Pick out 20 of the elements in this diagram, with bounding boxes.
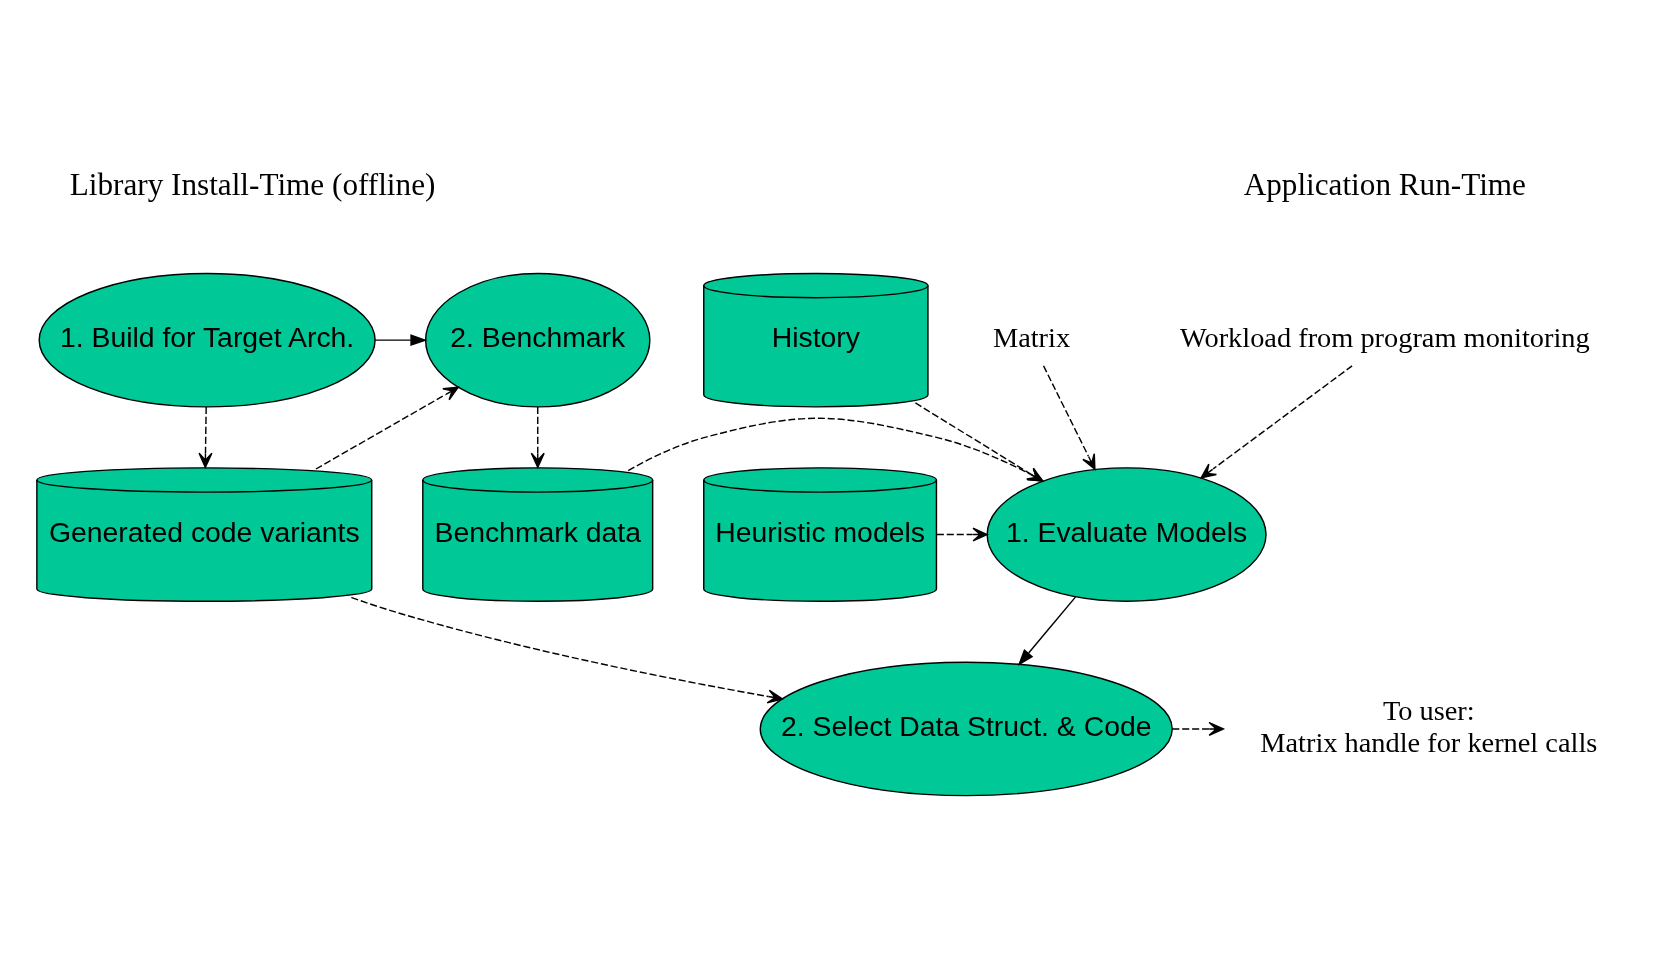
- node-ellipse: 2. Benchmark: [424, 272, 651, 408]
- arrow: [914, 402, 1043, 482]
- arrow: [1042, 365, 1096, 470]
- arrow: [936, 527, 988, 542]
- label: Application Run-Time: [1243, 166, 1526, 202]
- node-ellipse: 2. Select Data Struct. & Code: [759, 661, 1173, 797]
- arrow: [315, 386, 459, 470]
- arrow: [350, 596, 783, 704]
- arrow: [627, 417, 1044, 482]
- node-text: Workload from program monitoring: [1180, 322, 1590, 354]
- arrow: [1017, 596, 1077, 666]
- node-ellipse: 1. Build for Target Arch.: [38, 272, 376, 408]
- arrow: [1171, 721, 1225, 737]
- arrow: [1200, 365, 1353, 479]
- arrow: [530, 406, 545, 469]
- node-text: To user: Matrix handle for kernel calls: [1260, 695, 1598, 758]
- arrow: [198, 406, 213, 469]
- arrow: [374, 334, 428, 347]
- node-text: Matrix: [992, 322, 1071, 354]
- label: Library Install-Time (offline): [69, 166, 436, 202]
